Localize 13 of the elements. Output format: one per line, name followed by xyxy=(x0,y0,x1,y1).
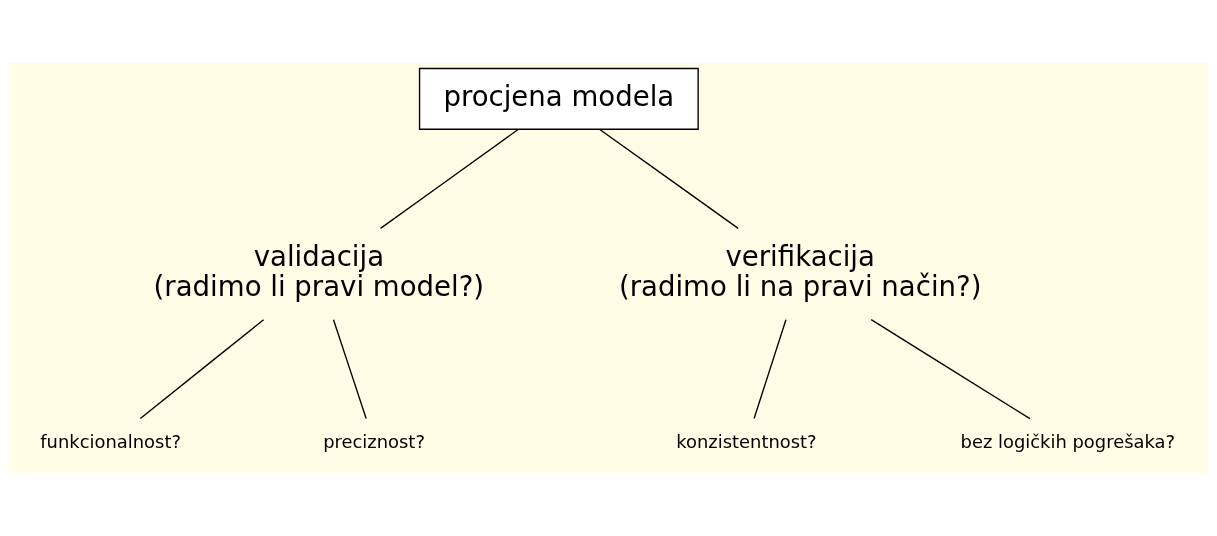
connector xyxy=(753,318,787,419)
connector xyxy=(870,318,1031,419)
node-text: funkcionalnost? xyxy=(40,430,181,452)
connector xyxy=(139,318,265,419)
node-text: bez logičkih pogrešaka? xyxy=(960,430,1176,452)
node-box: procjena modela xyxy=(418,67,699,130)
connector xyxy=(332,318,367,419)
node-text: preciznost? xyxy=(323,430,425,452)
node-text: validacija (radimo li pravi model?) xyxy=(153,239,485,303)
node-text: verifikacija (radimo li na pravi način?) xyxy=(618,239,982,303)
connector xyxy=(379,128,519,229)
connector xyxy=(599,128,739,229)
node-text: konzistentnost? xyxy=(676,430,817,452)
